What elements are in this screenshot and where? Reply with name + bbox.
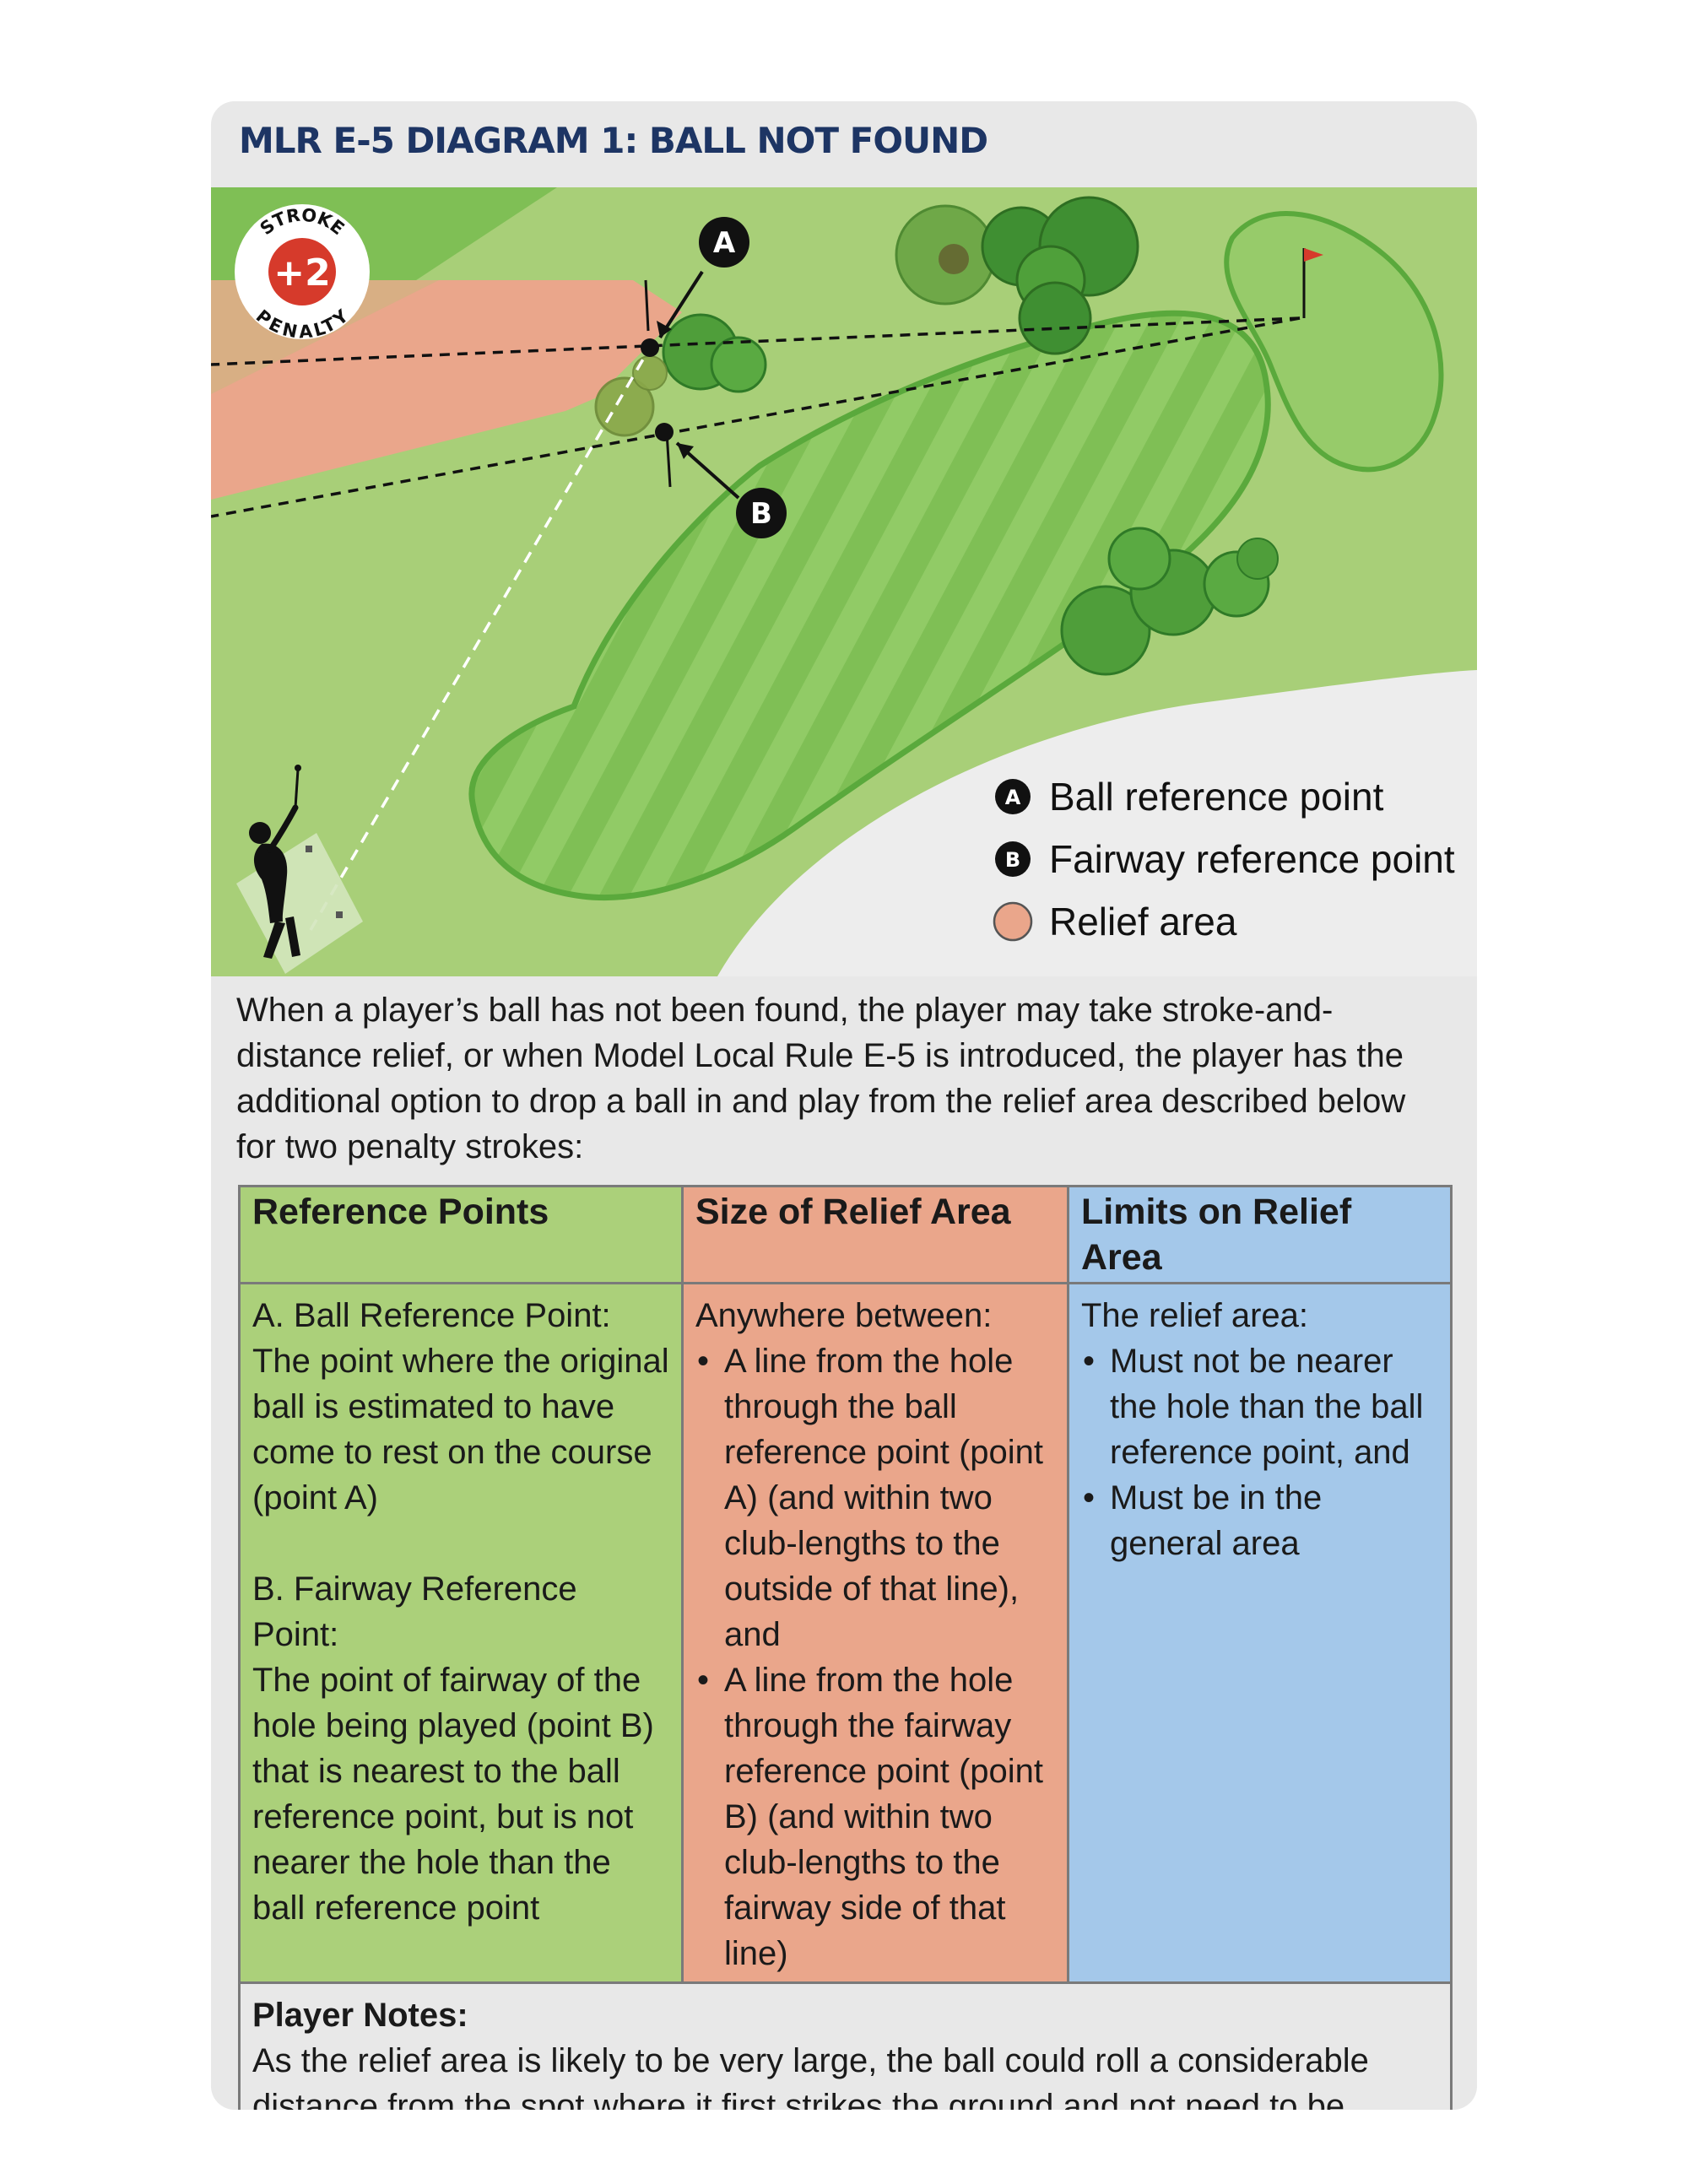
header-size-of-relief-area: Size of Relief Area (681, 1185, 1069, 1284)
point-a-marker (641, 338, 659, 357)
list-item: Must not be nearer the hole than the bal… (1081, 1338, 1438, 1475)
legend-a-badge (995, 779, 1031, 814)
line-hole-through-a (211, 316, 1301, 366)
rules-card: MLR E-5 DIAGRAM 1: BALL NOT FOUND (211, 101, 1477, 2110)
legend-relief-area-label: Relief area (1049, 900, 1237, 943)
table-notes-row: Player Notes: As the relief area is like… (238, 1981, 1453, 2110)
out-of-bounds-area (717, 670, 1477, 976)
fairway-reference-title: B. Fairway Reference Point: (252, 1570, 577, 1653)
trees-right-icon (1060, 527, 1279, 676)
header-reference-points: Reference Points (238, 1185, 684, 1284)
point-a-badge (699, 217, 749, 268)
ball-reference-text: The point where the original ball is est… (252, 1343, 669, 1516)
diagram-title: MLR E-5 DIAGRAM 1: BALL NOT FOUND (239, 120, 988, 161)
point-b-label: B (750, 497, 772, 531)
player-notes-title: Player Notes: (252, 1997, 468, 2034)
course-diagram: A B +2 (211, 187, 1477, 976)
point-b-marker (655, 423, 674, 441)
legend: A Ball reference point B Fairway referen… (993, 775, 1455, 943)
table-body-row: A. Ball Reference Point: The point where… (238, 1282, 1453, 1984)
size-bullet-list: A line from the hole through the ball re… (695, 1338, 1055, 1976)
rules-table: Reference Points Size of Relief Area Lim… (238, 1185, 1453, 2110)
reference-points-cell: A. Ball Reference Point: The point where… (238, 1282, 684, 1984)
line-hole-through-b (211, 316, 1301, 518)
limits-bullet-list: Must not be nearer the hole than the bal… (1081, 1338, 1438, 1566)
flag-icon (1302, 248, 1323, 318)
golfer-icon (249, 765, 301, 959)
ball-reference-title: A. Ball Reference Point: (252, 1297, 611, 1334)
size-intro: Anywhere between: (695, 1297, 993, 1334)
point-b-badge (736, 488, 787, 538)
legend-b-marker: B (1005, 848, 1020, 872)
list-item: A line from the hole through the fairway… (695, 1657, 1055, 1976)
putting-green (1224, 211, 1444, 473)
intro-text: When a player’s ball has not been found,… (236, 992, 1406, 1165)
size-of-relief-cell: Anywhere between: A line from the hole t… (681, 1282, 1069, 1984)
legend-a-marker: A (1005, 786, 1021, 809)
player-notes-text: As the relief area is likely to be very … (252, 2042, 1369, 2110)
trees-top-icon (895, 196, 1139, 355)
list-item: Must be in the general area (1081, 1475, 1438, 1566)
legend-b-badge (995, 841, 1031, 877)
penalty-number: +2 (273, 251, 330, 295)
legend-fairway-reference-label: Fairway reference point (1049, 837, 1455, 881)
limits-on-relief-cell: The relief area: Must not be nearer the … (1067, 1282, 1453, 1984)
point-a-label: A (713, 226, 736, 260)
player-notes-cell: Player Notes: As the relief area is like… (238, 1981, 1453, 2110)
fairway-reference-text: The point of fairway of the hole being p… (252, 1662, 654, 1927)
ball-flight-line (309, 347, 652, 931)
legend-relief-swatch (993, 901, 1033, 942)
penalty-badge-icon: +2 STROKE PENALTY (235, 204, 370, 343)
limits-intro: The relief area: (1081, 1297, 1309, 1334)
table-header-row: Reference Points Size of Relief Area Lim… (238, 1185, 1453, 1284)
legend-ball-reference-label: Ball reference point (1049, 775, 1384, 819)
list-item: A line from the hole through the ball re… (695, 1338, 1055, 1657)
header-limits-on-relief-area: Limits on Relief Area (1067, 1185, 1453, 1284)
